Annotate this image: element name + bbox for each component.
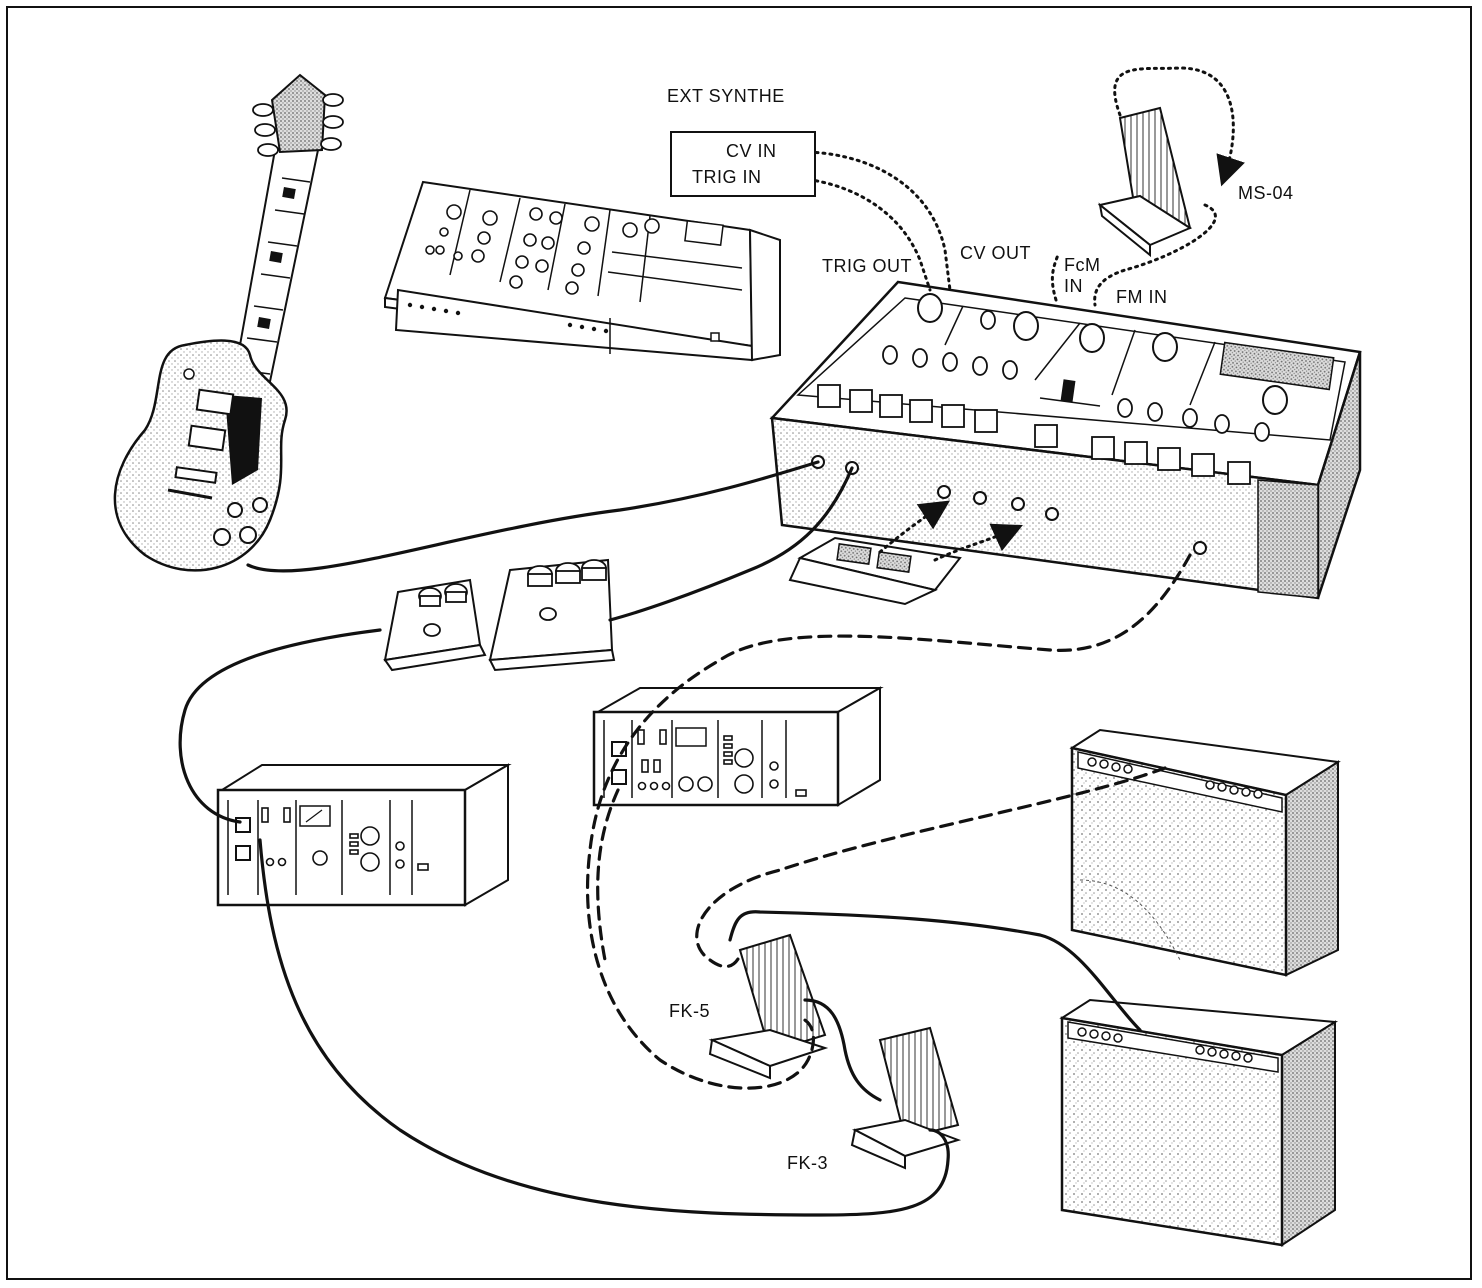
fm-in-label: FM IN xyxy=(1116,288,1168,306)
synth-icon xyxy=(385,182,780,360)
amplifier-icon xyxy=(1062,1000,1335,1245)
ext-synthe-label: EXT SYNTHE xyxy=(667,87,785,105)
expression-pedal-icon xyxy=(710,935,825,1078)
fk5-label: FK-5 xyxy=(669,1002,710,1020)
guitar-icon xyxy=(115,75,343,570)
ms04-label: MS-04 xyxy=(1238,184,1294,202)
pedal-icon xyxy=(490,560,614,670)
cv-in-label: CV IN xyxy=(726,142,777,160)
rack-icon xyxy=(594,688,880,805)
trig-out-label: TRIG OUT xyxy=(822,257,912,275)
fk3-label: FK-3 xyxy=(787,1154,828,1172)
amplifier-icon xyxy=(1072,730,1338,975)
cv-out-label: CV OUT xyxy=(960,244,1031,262)
expression-pedal-icon xyxy=(852,1028,958,1168)
fcm-in-label: FcM IN xyxy=(1064,255,1101,296)
footswitch-icon xyxy=(790,538,960,604)
expression-pedal-icon xyxy=(1100,108,1190,255)
pedal-icon xyxy=(385,580,485,670)
trig-in-label: TRIG IN xyxy=(692,168,762,186)
rack-icon xyxy=(218,765,508,905)
